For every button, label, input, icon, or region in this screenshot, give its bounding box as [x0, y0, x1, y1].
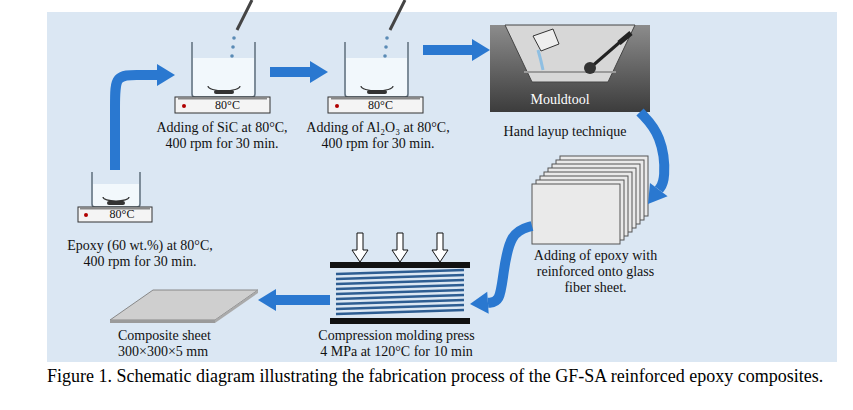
sheet [532, 184, 620, 244]
step-text: Compression molding press 4 MPa at 120°C… [316, 328, 477, 360]
drop [385, 36, 389, 40]
process-step: Compression molding press 4 MPa at 120°C… [330, 233, 470, 324]
resin-layer [524, 71, 616, 73]
process-step: Adding of epoxy with reinforced onto gla… [532, 156, 648, 244]
hotplate [78, 207, 152, 222]
step-text: Hand layup technique [490, 124, 640, 140]
glass-fiber-sheets [532, 156, 648, 244]
drop [383, 54, 387, 58]
beaker-hotplate [328, 0, 423, 113]
compression-press [330, 233, 470, 324]
beaker [92, 172, 140, 207]
mould-tool [490, 25, 650, 112]
liquid [93, 184, 139, 206]
layer [336, 300, 464, 304]
liquid [193, 58, 254, 96]
arrow-head [472, 39, 490, 61]
step-text: Epoxy (60 wt.%) at 80°C, 400 rpm for 30 … [64, 238, 216, 270]
beaker [345, 42, 408, 97]
process-step: 80°CEpoxy (60 wt.%) at 80°C, 400 rpm for… [78, 170, 152, 222]
sheet-top [110, 290, 258, 320]
beaker-hotplate [78, 172, 152, 222]
figure-caption: Figure 1. Schematic diagram illustrating… [47, 366, 837, 386]
arrow-head [310, 61, 328, 83]
process-step: Composite sheet 300×300×5 mm [110, 290, 258, 323]
flow-arrow [258, 289, 330, 311]
arrow-head [157, 64, 175, 86]
press-plate [330, 318, 470, 324]
hotplate [175, 97, 270, 113]
background-panel [47, 12, 837, 362]
layer [336, 275, 464, 279]
arrow-head [258, 289, 276, 311]
knob [335, 104, 339, 108]
step-text: Adding of Al₂O₃ at 80°C, 400 rpm for 30 … [299, 120, 457, 152]
knob [84, 213, 88, 217]
step-text: Adding of epoxy with reinforced onto gla… [528, 248, 663, 296]
flow-arrow [470, 226, 532, 314]
process-step: MouldtoolHand layup technique [490, 25, 650, 112]
step-text: Adding of SiC at 80°C, 400 rpm for 30 mi… [151, 120, 293, 152]
mould-cavity [505, 25, 635, 82]
flow-arrow [423, 39, 490, 61]
drop [384, 45, 388, 49]
layer [336, 305, 464, 309]
laminate-layers [336, 270, 464, 314]
temperature-label: 80°C [343, 97, 418, 113]
flow-arrow [640, 112, 668, 204]
layer [336, 270, 464, 274]
mould-label: Mouldtool [490, 92, 630, 108]
stir-symbol [361, 86, 393, 91]
arrow-head [648, 183, 668, 204]
roller-grip [619, 33, 631, 43]
pressure-arrow [352, 233, 368, 262]
arrow-shaft [488, 226, 532, 303]
step-text: Composite sheet 300×300×5 mm [118, 328, 218, 360]
process-step: 80°CAdding of Al₂O₃ at 80°C, 400 rpm for… [328, 38, 423, 113]
layer [336, 295, 464, 299]
pouring-cup [533, 29, 559, 51]
arrow-shaft [115, 75, 157, 170]
beaker [192, 42, 255, 97]
composite-sheet [110, 290, 258, 323]
hotplate [328, 97, 423, 113]
layer [336, 280, 464, 284]
flow-arrow [115, 64, 175, 170]
drop [232, 36, 236, 40]
drop [231, 45, 235, 49]
sheet-edge [215, 290, 258, 323]
arrow-shaft [270, 67, 310, 77]
temperature-label: 80°C [190, 97, 265, 113]
temperature-label: 80°C [92, 207, 152, 222]
drop [230, 54, 234, 58]
liquid [346, 58, 407, 96]
stir-symbol [103, 197, 129, 201]
dropper [390, 0, 405, 30]
process-step: 80°CAdding of SiC at 80°C, 400 rpm for 3… [175, 38, 270, 113]
beaker-hotplate [175, 0, 270, 113]
arrow-shaft [276, 295, 330, 305]
layer [336, 310, 464, 314]
arrow-shaft [423, 45, 472, 55]
layer [336, 285, 464, 289]
sheet-edge [110, 320, 215, 323]
mould-body [490, 25, 650, 112]
flow-arrow [270, 61, 328, 83]
stir-symbol [208, 86, 240, 91]
knob [182, 104, 186, 108]
dropper [237, 0, 252, 30]
pressure-arrow [432, 233, 448, 262]
pressure-arrow [392, 233, 408, 262]
press-plate [330, 262, 470, 268]
roller [584, 62, 596, 74]
resin-stream [538, 50, 543, 70]
layer [336, 290, 464, 294]
arrow-shaft [640, 112, 664, 190]
arrow-head [470, 292, 489, 314]
